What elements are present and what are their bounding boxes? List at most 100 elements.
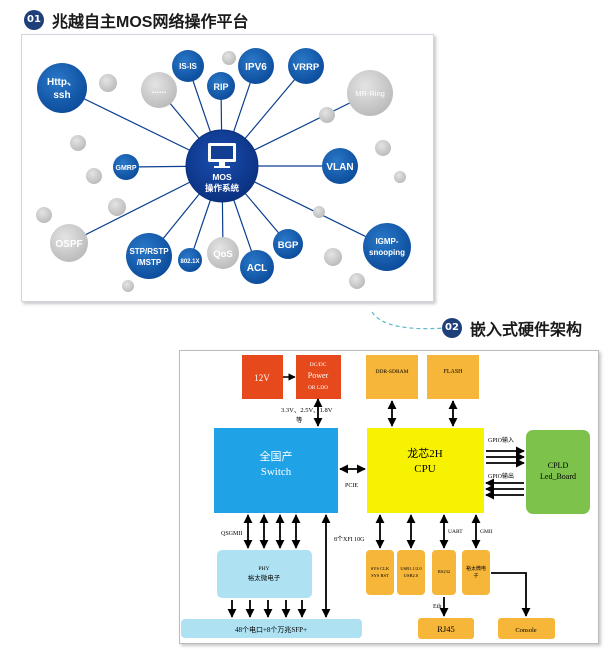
mos-diagram-panel: Http、 ssh ...... IS-IS RIP IPV6 VRRP MR-… — [21, 34, 434, 302]
section1-number: 01 — [24, 10, 44, 30]
svg-text:Power: Power — [308, 371, 329, 380]
deco-dot — [108, 198, 126, 216]
section2-number: 02 — [442, 318, 462, 338]
dashed-connector — [371, 311, 446, 330]
node-ospf: OSPF — [50, 224, 88, 262]
monitor-icon — [208, 143, 236, 168]
deco-dot — [349, 273, 365, 289]
deco-dot — [122, 280, 134, 292]
box-12v: 12V — [242, 355, 283, 399]
gpio-in-label: GPIO输入 — [488, 436, 514, 444]
svg-text:Http、: Http、 — [47, 77, 77, 88]
box-sys-clk: SYS CLK SYS RST — [366, 550, 394, 595]
connectors — [227, 398, 531, 618]
voltages-label: 3.3V、2.5V、1.8V — [281, 407, 333, 414]
svg-text:子: 子 — [473, 572, 478, 579]
box-yt-chip: 裕太微电 子 — [462, 550, 490, 595]
deco-dot — [394, 171, 406, 183]
svg-text:Console: Console — [515, 627, 536, 634]
section1-title: 兆越自主MOS网络操作平台 — [52, 14, 249, 31]
svg-text:DC/DC: DC/DC — [310, 362, 327, 368]
node-mrring: MR-Ring — [347, 70, 393, 116]
box-flash: FLASH — [427, 355, 479, 399]
deco-dot — [313, 206, 325, 218]
box-rs232: RS232 — [432, 550, 456, 595]
node-stp: STP/RSTP /MSTP — [126, 233, 172, 279]
svg-text:裕太微电: 裕太微电 — [466, 565, 486, 572]
svg-text:STP/RSTP: STP/RSTP — [129, 247, 169, 256]
qsgmii-label: QSGMII — [221, 531, 242, 537]
svg-text:龙芯2H: 龙芯2H — [407, 446, 442, 460]
svg-text:SYS RST: SYS RST — [371, 573, 389, 578]
svg-text:SYS CLK: SYS CLK — [371, 566, 390, 571]
box-rj45: RJ45 — [418, 618, 474, 639]
svg-text:IPV6: IPV6 — [245, 62, 267, 73]
svg-text:GMRP: GMRP — [116, 165, 137, 172]
svg-text:USB2.0: USB2.0 — [404, 573, 419, 578]
deco-dot — [222, 51, 236, 65]
svg-text:RS232: RS232 — [438, 569, 450, 574]
svg-text:FLASH: FLASH — [443, 369, 463, 375]
node-more: ...... — [141, 72, 177, 108]
node-bgp: BGP — [273, 229, 303, 259]
svg-text:CPLD: CPLD — [548, 461, 569, 470]
section2-title: 嵌入式硬件架构 — [470, 322, 583, 339]
svg-text:RJ45: RJ45 — [437, 624, 454, 634]
box-console: Console — [498, 618, 555, 639]
box-power: DC/DC Power OR LDO — [296, 355, 341, 399]
node-rip: RIP — [207, 72, 235, 100]
box-cpu: 龙芯2H CPU — [367, 428, 484, 513]
svg-text:48个电口+8个万兆SFP+: 48个电口+8个万兆SFP+ — [235, 625, 307, 634]
node-ipv6: IPV6 — [238, 48, 274, 84]
svg-text:CPU: CPU — [414, 463, 435, 475]
svg-text:BGP: BGP — [278, 240, 299, 251]
svg-text:QoS: QoS — [213, 249, 233, 260]
node-vrrp: VRRP — [288, 48, 324, 84]
svg-text:12V: 12V — [254, 373, 270, 383]
uart-label: UART — [448, 529, 463, 535]
svg-text:USB1.1/2.0: USB1.1/2.0 — [400, 566, 422, 571]
node-isis: IS-IS — [172, 50, 204, 82]
svg-text:裕太微电子: 裕太微电子 — [248, 573, 281, 582]
svg-text:snooping: snooping — [369, 248, 405, 257]
svg-text:VLAN: VLAN — [326, 162, 353, 173]
svg-text:全国产: 全国产 — [260, 449, 293, 463]
hardware-diagram: 12V DC/DC Power OR LDO 3.3V、2.5V、1.8V 等 … — [181, 355, 590, 639]
svg-text:RIP: RIP — [213, 82, 228, 92]
mos-center-label: MOS — [212, 172, 232, 182]
hardware-architecture-panel: 12V DC/DC Power OR LDO 3.3V、2.5V、1.8V 等 … — [179, 350, 599, 644]
svg-text:MR-Ring: MR-Ring — [355, 89, 385, 98]
deco-dot — [36, 207, 52, 223]
xfi-label: 8个XFI 10G — [334, 536, 365, 543]
node-igmp: IGMP- snooping — [363, 223, 411, 271]
deco-dot — [324, 248, 342, 266]
section1-heading: 01 兆越自主MOS网络操作平台 — [24, 8, 248, 32]
mos-diagram: Http、 ssh ...... IS-IS RIP IPV6 VRRP MR-… — [36, 48, 411, 292]
svg-text:802.1X: 802.1X — [180, 259, 199, 265]
svg-text:IS-IS: IS-IS — [179, 62, 197, 71]
svg-text:ssh: ssh — [53, 90, 70, 101]
deco-dot — [70, 135, 86, 151]
node-http: Http、 ssh — [37, 63, 87, 113]
node-vlan: VLAN — [322, 148, 358, 184]
node-8021x: 802.1X — [178, 248, 202, 272]
mos-center-sublabel: 操作系统 — [205, 183, 240, 193]
box-ddr-sdram: DDR-SDRAM — [366, 355, 418, 399]
deco-dot — [375, 140, 391, 156]
svg-text:OR LDO: OR LDO — [308, 385, 328, 391]
svg-text:DDR-SDRAM: DDR-SDRAM — [375, 369, 408, 375]
deco-dot — [319, 107, 335, 123]
gpio-out-label: GPIO输出 — [488, 472, 514, 480]
box-switch: 全国产 Switch — [214, 428, 338, 513]
mos-center-hub: MOS 操作系统 — [185, 129, 259, 203]
box-cpld: CPLD Led_Board — [526, 430, 590, 514]
svg-text:Led_Board: Led_Board — [540, 472, 576, 481]
box-phy: PHY 裕太微电子 — [217, 550, 312, 598]
eth-label: Eth — [433, 604, 441, 610]
svg-text:VRRP: VRRP — [293, 62, 320, 73]
node-qos: QoS — [207, 237, 239, 269]
svg-text:IGMP-: IGMP- — [375, 237, 398, 246]
svg-text:ACL: ACL — [247, 263, 268, 274]
voltages-label-2: 等 — [296, 415, 303, 424]
svg-text:Switch: Switch — [261, 466, 292, 478]
